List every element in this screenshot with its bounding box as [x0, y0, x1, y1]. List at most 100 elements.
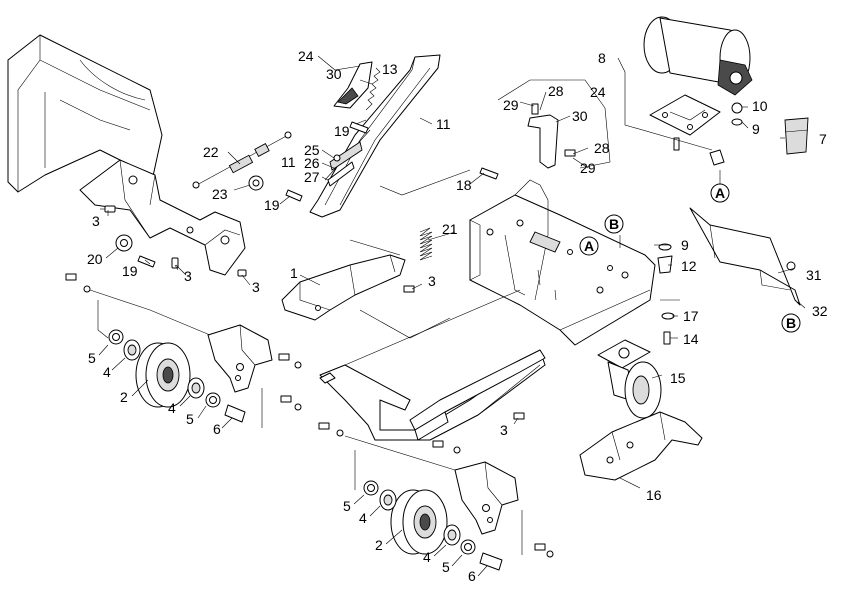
cable-22 [192, 131, 292, 189]
wheel-bracket-lower [454, 461, 519, 535]
callout-18: 18 [456, 177, 472, 193]
callout-19: 19 [334, 123, 350, 139]
callout-24: 24 [298, 48, 314, 64]
skid-plate-1 [281, 254, 406, 321]
pin-19-upper [349, 121, 369, 134]
nut-31 [786, 261, 796, 271]
callout-11: 11 [436, 116, 451, 132]
callout-27: 27 [304, 169, 320, 185]
callout-4: 4 [359, 510, 367, 526]
callout-17: 17 [683, 308, 699, 324]
callout-2: 2 [375, 537, 383, 553]
callout-5: 5 [442, 559, 450, 575]
main-chassis-frame [469, 179, 656, 346]
callout-11: 11 [281, 154, 296, 170]
skid-plate-16 [579, 411, 703, 481]
callout-10: 10 [752, 98, 768, 114]
spring-21 [419, 227, 433, 261]
pump-motor-8 [643, 16, 753, 136]
reference-marker-b-cover: B [781, 313, 801, 333]
clip-upper [319, 372, 336, 384]
callout-29: 29 [580, 160, 596, 176]
screw-29-b [564, 149, 576, 157]
callout-3: 3 [428, 273, 436, 289]
bolts-lower [318, 422, 554, 558]
bracket-28 [527, 114, 559, 169]
callout-13: 13 [382, 61, 398, 77]
callout-24: 24 [590, 84, 606, 100]
bearing-4-lower-b [443, 524, 461, 546]
svg-text:B: B [786, 315, 796, 331]
spacer-6-lower [479, 552, 503, 571]
lever-handle-30 [333, 61, 373, 109]
callout-22: 22 [203, 144, 219, 160]
callout-20: 20 [87, 251, 103, 267]
callout-23: 23 [212, 186, 228, 202]
bearing-4-upper-a [123, 339, 141, 361]
screw-3-d [403, 285, 415, 293]
reference-markers: A A B B [579, 183, 801, 333]
callout-3: 3 [92, 213, 100, 229]
callout-4: 4 [168, 400, 176, 416]
callout-28: 28 [548, 83, 564, 99]
cover-plate-32 [689, 207, 801, 306]
screw-3-a [100, 205, 116, 213]
callout-3: 3 [252, 279, 260, 295]
reference-marker-a-frame: A [579, 236, 599, 256]
filter-7 [784, 117, 809, 155]
leader-lines [89, 55, 806, 577]
callout-30: 30 [326, 66, 342, 82]
callout-5: 5 [88, 350, 96, 366]
castor-wheel-15 [597, 339, 662, 419]
washer-23 [248, 175, 264, 191]
callout-30: 30 [572, 108, 588, 124]
foot-pad [709, 149, 725, 166]
callout-12: 12 [681, 258, 697, 274]
washer-5-lower-b [460, 539, 476, 555]
callout-15: 15 [670, 370, 686, 386]
washer-20 [115, 234, 133, 252]
washer-5-upper-a [108, 329, 124, 345]
callout-25: 25 [304, 142, 320, 158]
frame-rail [409, 349, 546, 441]
bearing-4-upper-b [187, 377, 205, 399]
pin-18 [479, 167, 499, 180]
callout-3: 3 [500, 422, 508, 438]
callout-19: 19 [122, 263, 138, 279]
wheel-bracket-upper [207, 324, 273, 393]
screw-14 [663, 331, 671, 345]
callout-28: 28 [594, 140, 610, 156]
callout-6: 6 [213, 421, 221, 437]
callout-1: 1 [290, 265, 298, 281]
callout-14: 14 [683, 331, 699, 347]
svg-text:A: A [584, 238, 594, 254]
washer-5-upper-b [205, 392, 221, 408]
callout-31: 31 [806, 267, 822, 283]
screw-motor [673, 137, 680, 151]
reference-marker-b-frame: B [604, 214, 624, 234]
callout-8: 8 [598, 50, 606, 66]
callout-4: 4 [103, 364, 111, 380]
callout-19: 19 [264, 197, 280, 213]
spring-13 [365, 67, 381, 111]
callout-labels: 24 30 13 19 11 22 25 11 26 27 23 19 18 3… [87, 48, 828, 584]
washer-9-mid [658, 243, 672, 251]
svg-text:B: B [609, 216, 619, 232]
spacer-6-upper [224, 404, 246, 423]
callout-26: 26 [304, 155, 320, 171]
pin-19-mid [285, 189, 303, 202]
callout-2: 2 [120, 389, 128, 405]
wheel-2-upper [135, 342, 191, 408]
callout-4: 4 [423, 549, 431, 565]
callout-32: 32 [812, 303, 828, 319]
bumper-12 [657, 255, 673, 274]
callout-21: 21 [442, 221, 458, 237]
callout-9: 9 [681, 237, 689, 253]
callout-6: 6 [468, 568, 476, 584]
nut-10 [731, 102, 743, 114]
screw-3-e [513, 412, 525, 420]
callout-7: 7 [819, 131, 827, 147]
washer-9-top [731, 118, 743, 126]
reference-marker-a-motor: A [710, 183, 730, 203]
callout-16: 16 [646, 487, 662, 503]
